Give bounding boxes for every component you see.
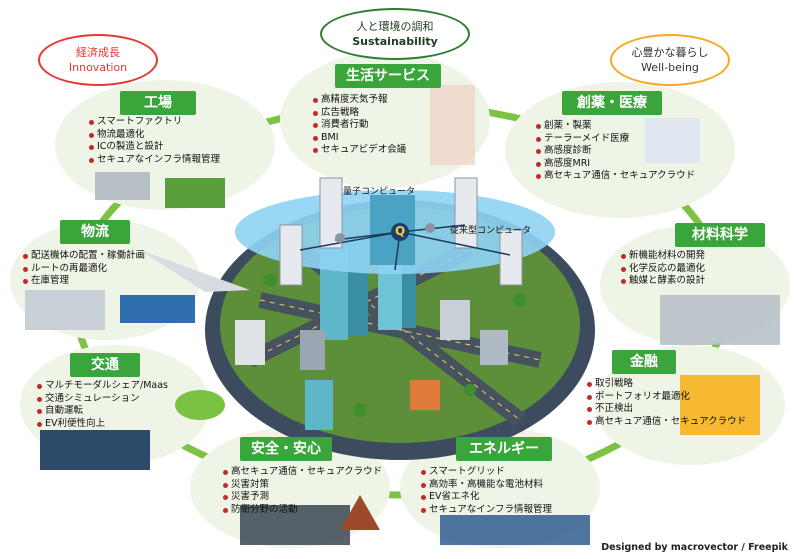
classical-computer-label: 従来型コンピュータ — [450, 226, 532, 236]
quantum-cloud — [235, 177, 555, 286]
list-item: 交通シミュレーション — [36, 393, 168, 406]
domain-items-traffic: マルチモーダルシェア/Maas 交通シミュレーション 自動運転 EV利便性向上 — [36, 380, 168, 430]
list-item: スマートグリッド — [420, 466, 552, 479]
quantum-q-letter: Q — [395, 224, 406, 238]
list-item: BMI — [312, 132, 406, 145]
domain-items-materials: 新機能材料の開発 化学反応の最適化 触媒と酵素の設計 — [620, 250, 705, 288]
list-item: 高感度MRI — [535, 158, 695, 171]
list-item: EV省エネ化 — [420, 491, 552, 504]
list-item: 物流最適化 — [88, 129, 220, 142]
domain-items-factory: スマートファクトリ 物流最適化 ICの製造と設計 セキュアなインフラ情報管理 — [88, 116, 220, 166]
list-item: ルートの再最適化 — [22, 263, 145, 276]
list-item: セキュアなインフラ情報管理 — [88, 154, 220, 167]
domain-items-energy: スマートグリッド 高効率・高機能な電池材料 EV省エネ化 セキュアなインフラ情報… — [420, 466, 552, 516]
value-wellbeing-jp: 心豊かな暮らし — [631, 46, 709, 59]
list-item: スマートファクトリ — [88, 116, 220, 129]
value-wellbeing: 心豊かな暮らし Well-being — [610, 34, 730, 86]
list-item: セキュアなインフラ情報管理 — [420, 504, 552, 517]
list-item: 消費者行動 — [312, 119, 406, 132]
value-sustainability-en: Sustainability — [352, 35, 438, 48]
list-item: 創薬・製薬 — [535, 120, 695, 133]
list-item: 在庫管理 — [22, 275, 145, 288]
bubble-pharma — [505, 82, 735, 218]
list-item: 防衛分野の活動 — [222, 504, 382, 517]
domain-illustrations — [25, 85, 780, 545]
list-item: 新機能材料の開発 — [620, 250, 705, 263]
domain-items-life: 高精度天気予報 広告戦略 消費者行動 BMI セキュアビデオ会議 — [312, 94, 406, 157]
list-item: 災害対策 — [222, 479, 382, 492]
list-item: 高セキュア通信・セキュアクラウド — [222, 466, 382, 479]
domain-title-factory: 工場 — [120, 91, 196, 115]
domain-title-logistics: 物流 — [60, 220, 130, 244]
domain-title-finance: 金融 — [612, 350, 676, 374]
list-item: テーラーメイド医療 — [535, 133, 695, 146]
value-sustainability: 人と環境の調和 Sustainability — [320, 8, 470, 60]
list-item: 広告戦略 — [312, 107, 406, 120]
list-item: ICの製造と設計 — [88, 141, 220, 154]
list-item: 触媒と酵素の設計 — [620, 275, 705, 288]
list-item: 高感度診断 — [535, 145, 695, 158]
list-item: 高効率・高機能な電池材料 — [420, 479, 552, 492]
credit-text: Designed by macrovector / Freepik — [601, 542, 788, 553]
list-item: EV利便性向上 — [36, 418, 168, 431]
list-item: 自動運転 — [36, 405, 168, 418]
value-wellbeing-en: Well-being — [641, 61, 699, 74]
list-item: 化学反応の最適化 — [620, 263, 705, 276]
list-item: 高精度天気予報 — [312, 94, 406, 107]
domain-title-pharma: 創薬・医療 — [562, 91, 662, 115]
value-innovation-jp: 経済成長 — [76, 46, 120, 59]
list-item: 高セキュア通信・セキュアクラウド — [535, 170, 695, 183]
quantum-computer-label: 量子コンピュータ — [343, 187, 416, 197]
domain-items-logistics: 配送機体の配置・稼働計画 ルートの再最適化 在庫管理 — [22, 250, 145, 288]
list-item: セキュアビデオ会議 — [312, 144, 406, 157]
value-sustainability-jp: 人と環境の調和 — [356, 20, 434, 33]
domain-title-materials: 材料科学 — [675, 223, 765, 247]
list-item: 災害予測 — [222, 491, 382, 504]
list-item: 配送機体の配置・稼働計画 — [22, 250, 145, 263]
domain-title-energy: エネルギー — [456, 437, 552, 461]
list-item: 高セキュア通信・セキュアクラウド — [586, 416, 746, 429]
value-innovation-en: Innovation — [68, 61, 128, 74]
domain-title-safety: 安全・安心 — [240, 437, 332, 461]
list-item: マルチモーダルシェア/Maas — [36, 380, 168, 393]
list-item: 不正検出 — [586, 403, 746, 416]
list-item: ポートフォリオ最適化 — [586, 391, 746, 404]
domain-items-finance: 取引戦略 ポートフォリオ最適化 不正検出 高セキュア通信・セキュアクラウド — [586, 378, 746, 428]
domain-title-traffic: 交通 — [70, 353, 140, 377]
domain-title-life: 生活サービス — [335, 64, 441, 88]
value-innovation: 経済成長 Innovation — [38, 34, 158, 86]
domain-items-pharma: 創薬・製薬 テーラーメイド医療 高感度診断 高感度MRI 高セキュア通信・セキュ… — [535, 120, 695, 183]
list-item: 取引戦略 — [586, 378, 746, 391]
domain-items-safety: 高セキュア通信・セキュアクラウド 災害対策 災害予測 防衛分野の活動 — [222, 466, 382, 516]
